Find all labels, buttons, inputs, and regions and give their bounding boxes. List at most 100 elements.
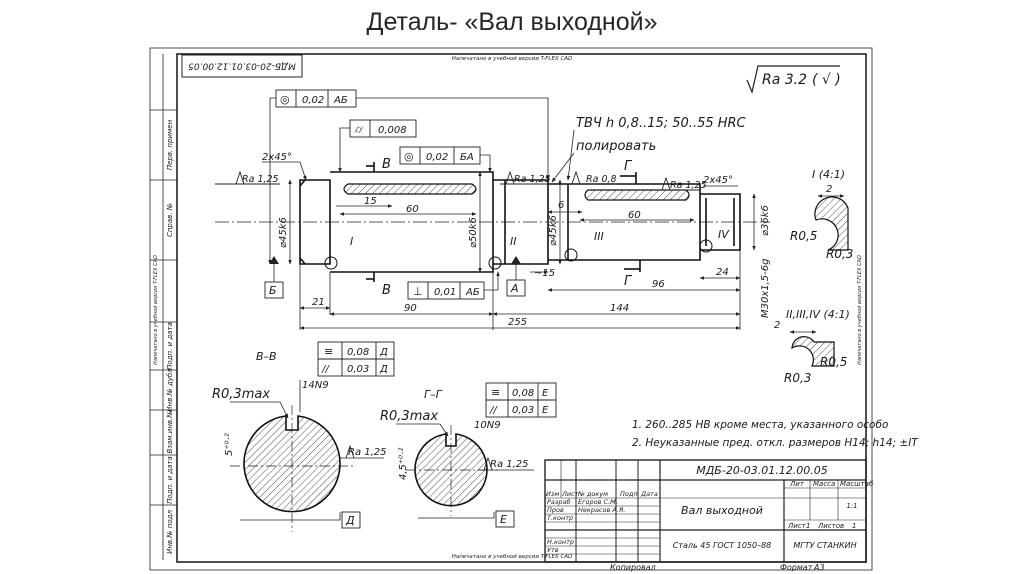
side-podp1: Подп. и дата xyxy=(166,322,174,370)
ra125-b: Ra 1,25 xyxy=(514,174,551,185)
dimension-lines xyxy=(288,171,756,330)
tb-h-list: Лист xyxy=(561,490,579,498)
sheet-frame xyxy=(149,47,873,571)
tol-gg-sym-val: 0,08 xyxy=(512,388,534,399)
tb-r-tkontr: Т.контр xyxy=(547,514,573,522)
dim-21: 21 xyxy=(312,297,325,308)
side-inv-podl: Инв.№ подл xyxy=(166,510,174,554)
dim-96: 96 xyxy=(652,279,665,290)
tol-frame-cyl xyxy=(349,119,417,138)
tb-mass: Масса xyxy=(813,480,835,488)
marker-iii: III xyxy=(594,230,604,243)
section-cuts xyxy=(366,162,641,282)
tb-r-utv: Утв xyxy=(547,546,559,554)
section-gg-title: Г–Г xyxy=(424,388,443,401)
dim-d50: ⌀50k6 xyxy=(468,217,479,248)
watermark-top: Напечатано в учебной версии T-FLEX CAD xyxy=(452,56,573,62)
side-stamp xyxy=(150,54,177,560)
side-vzam: Взам.инв.№ xyxy=(166,410,174,453)
tb-h-date: Дата xyxy=(640,490,658,498)
dim-d36: ⌀36k6 xyxy=(760,205,771,236)
tb-n-razrab: Егоров С.М. xyxy=(578,498,618,506)
corner-code: МДБ-20-03.01.12.00.05 xyxy=(188,61,296,71)
tol-runout-sym: ◎ xyxy=(280,93,290,106)
tol-frame-runout xyxy=(275,89,357,108)
format-value: А3 xyxy=(813,563,825,572)
ra08: Ra 0,8 xyxy=(586,174,617,185)
req-2: 2. Неуказанные пред. откл. размеров Н14;… xyxy=(632,437,919,449)
tb-r-razrab: Разраб xyxy=(547,498,570,506)
marker-i: I xyxy=(350,235,353,248)
section-gg-ra: Ra 1,25 xyxy=(490,459,529,470)
tb-sheets: Листов xyxy=(817,522,844,530)
tb-sheet-val: 1 xyxy=(806,522,810,530)
tol-bb-sym: ≡ xyxy=(324,345,333,358)
dim-255: 255 xyxy=(508,317,527,328)
tol-bb-sym-val: 0,08 xyxy=(347,347,369,358)
tb-part-name: Вал выходной xyxy=(681,504,763,517)
watermark-right: Напечатано в учебной версии T-FLEX CAD xyxy=(857,255,863,365)
section-bb-depth: 5⁺⁰·² xyxy=(224,433,235,456)
copy-label: Копировал xyxy=(610,563,656,572)
tol-bb-par: // xyxy=(321,364,330,375)
detail-i-w: 2 xyxy=(826,184,832,195)
marker-iv: IV xyxy=(718,228,730,241)
keyways xyxy=(343,183,690,201)
datum-a: А xyxy=(506,256,526,297)
cut-b-top: В xyxy=(382,157,391,172)
dim-thread: М30х1,5-6g xyxy=(760,259,771,319)
tol-bb-sym-base: Д xyxy=(379,347,388,358)
cut-b-bottom: В xyxy=(382,283,391,298)
section-bb-r03: R0,3max xyxy=(212,387,270,402)
ra125-c: Ra 1,25 xyxy=(670,180,707,191)
dim-90: 90 xyxy=(404,303,417,314)
side-perv: Перв. примен xyxy=(166,119,174,170)
datum-b: Б xyxy=(264,256,284,299)
dim-6: 6 xyxy=(558,200,564,211)
tb-lit: Лит xyxy=(789,480,805,488)
tb-h-sign: Подп xyxy=(620,490,638,498)
tol-frame-gg xyxy=(485,382,557,418)
detail-ii-title: II,III,IV (4:1) xyxy=(786,308,850,321)
tol-perp-sym: ⊥ xyxy=(413,285,423,298)
note-hardening: ТВЧ h 0,8..15; 50..55 HRC xyxy=(576,116,747,131)
tol-cyl-val: 0,008 xyxy=(378,125,407,136)
detail-markers xyxy=(324,239,713,270)
general-roughness: Ra 3.2 ( √ ) xyxy=(746,65,841,94)
section-gg-depth: 4,5⁺⁰·² xyxy=(398,448,409,480)
req-1: 1. 260..285 НВ кроме места, указанного о… xyxy=(632,419,888,431)
note-polish: полировать xyxy=(576,139,656,154)
format-label: Формат xyxy=(780,563,813,572)
detail-i-r03: R0,3 xyxy=(826,247,853,261)
watermark-left: Напечатано в учебной версии T-FLEX CAD xyxy=(153,255,159,365)
dim-d45b: ⌀45k6 xyxy=(548,215,559,246)
tol-cyl-sym: ⌭ xyxy=(354,123,364,136)
tol-gg-par-base: Е xyxy=(542,405,549,416)
detail-ii-r03: R0,3 xyxy=(784,371,811,385)
tb-scale-val: 1:1 xyxy=(846,502,857,510)
dim-chamfer-left: 2х45° xyxy=(262,152,292,163)
tb-sheet: Лист xyxy=(787,522,807,530)
tb-h-doc: № докум xyxy=(577,490,608,498)
dim-15b: ~15 xyxy=(534,268,555,279)
tol-perp-val: 0,01 xyxy=(434,287,456,298)
tol-frame-coax xyxy=(399,146,481,165)
tol-coax-sym: ◎ xyxy=(404,150,414,163)
detail-i-r05: R0,5 xyxy=(790,229,817,243)
hardening-note: ТВЧ h 0,8..15; 50..55 HRC полировать xyxy=(551,116,747,183)
dim-144: 144 xyxy=(610,303,629,314)
ra125-a: Ra 1,25 xyxy=(242,174,279,185)
section-bb-title: В–В xyxy=(256,350,277,363)
slide-title: Деталь- «Вал выходной» xyxy=(366,8,658,36)
tb-scale: Масштаб xyxy=(840,480,874,488)
dim-d45: ⌀45k6 xyxy=(278,217,289,248)
side-podp2: Подп. и дата xyxy=(166,456,174,504)
tol-gg-par: // xyxy=(489,405,498,416)
detail-ii-iv: II,III,IV (4:1) 2 R0,5 R0,3 xyxy=(774,308,850,385)
title-block xyxy=(544,459,867,563)
tb-h-izm: Изм xyxy=(546,490,559,498)
side-inv-dubl: Инв.№ дубл xyxy=(166,368,174,412)
tb-n-prov: Некрасов А.Я. xyxy=(578,506,625,514)
tol-gg-sym-base: Е xyxy=(542,388,549,399)
